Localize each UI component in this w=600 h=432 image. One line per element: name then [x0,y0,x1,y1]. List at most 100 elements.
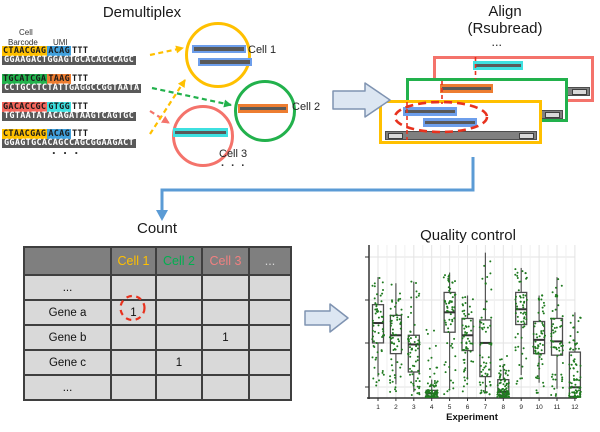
umi-segment: ACAG [47,129,72,139]
genome-end-cap [545,112,560,118]
x-tick-label: 1 [376,404,380,411]
cell1-read-bar [198,58,252,66]
read-bar-insert [475,63,521,68]
column-header: Cell 3 [201,246,250,276]
aligned-read-cell3 [473,61,523,70]
polyT-segment: TTT [72,102,89,112]
count-cell [110,324,157,351]
align-ellipsis: ... [492,38,503,48]
count-cell [248,349,292,376]
x-tick-label: 5 [448,404,452,411]
x-tick-label: 10 [535,404,543,411]
count-cell [248,274,292,301]
align-title-line1: Align [488,3,522,20]
aligned-read-cell1 [423,118,477,127]
x-tick-label: 8 [501,404,505,411]
barcode-segment: CTAACGAG [2,46,48,56]
table-row: ... [23,274,292,301]
read-bar-insert [442,86,491,91]
cell1-label: Cell 1 [248,44,277,56]
read-bar-insert [200,60,250,64]
count-cell [248,299,292,326]
row-label-cell: Gene c [23,349,112,376]
barcode-segment: TGCATCGA [2,74,48,84]
genome-end-cap [519,133,534,139]
read-bar-insert [405,109,455,114]
polyT-segment: TTT [72,46,89,56]
genome-end-cap [572,89,587,95]
align-title-line2: (Rsubread) [467,20,543,37]
column-header: Cell 1 [110,246,157,276]
umi-column-label: UMI [53,38,68,47]
polyT-segment: TTT [72,129,89,139]
table-row: ... [23,374,292,401]
cell2-circle [234,80,296,142]
count-title: Count [136,220,178,237]
count-cell [155,299,203,326]
column-header: ... [248,246,292,276]
read-bar-insert [175,130,226,135]
row-label-cell: Gene a [23,299,112,326]
x-tick-label: 4 [430,404,434,411]
count-cell [201,299,250,326]
column-header: Cell 2 [155,246,203,276]
count-cell [201,349,250,376]
barcode-segment: GACACCGC [2,102,48,112]
x-tick-label: 6 [466,404,470,411]
count-cell: 1 [201,324,250,351]
umi-segment: TAAG [47,74,72,84]
quality-control-title: Quality control [420,227,516,244]
count-cell [110,349,157,376]
count-cell [155,324,203,351]
x-tick-label: 3 [412,404,416,411]
cell-column-label: Cell [19,28,33,37]
demux-arrow-read2-cell2 [151,86,232,108]
barcode-segment: CTAACGAG [2,129,48,139]
cells-ellipsis: . . . [221,157,247,169]
read-bar-insert [194,47,244,51]
count-cell [201,374,250,401]
cdna-sequence: GGAGTGCACAGCCAGCGGAAGACT [2,138,137,148]
demux-arrow-read1-cell1 [149,45,184,57]
x-tick-label: 9 [519,404,523,411]
column-header [23,246,112,276]
read-bar-insert [425,120,475,125]
count-cell [248,324,292,351]
x-tick-label: 12 [571,404,579,411]
cell2-label: Cell 2 [292,101,321,113]
count-cell [155,374,203,401]
count-cell: 1 [110,299,157,326]
genome-end-cap [388,133,403,139]
row-label-cell: ... [23,274,112,301]
count-cell [155,274,203,301]
row-label-cell: ... [23,374,112,401]
x-tick-label: 11 [554,404,561,411]
cdna-sequence: CCTGCCTCTATTGAGGCCGGTAATA [2,83,142,93]
cell3-read-bar [173,128,228,137]
x-tick-label: 7 [484,404,488,411]
align-card-cell1 [379,100,542,144]
count-cell [110,374,157,401]
aligned-read-cell1 [403,107,457,116]
cdna-sequence: GGAAGACTGGAGTGCACAGCCAGC [2,55,137,65]
cell1-read-bar [192,45,246,53]
demultiplex-title: Demultiplex [102,4,182,21]
cdna-sequence: TGTAATATACAGATAAGTCAGTGC [2,111,137,121]
umi-segment: ACAG [47,46,72,56]
aligned-read-cell2 [440,84,493,93]
